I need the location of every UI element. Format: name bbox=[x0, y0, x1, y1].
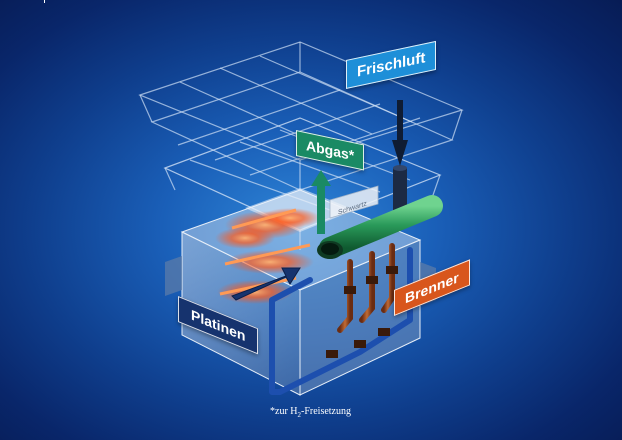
wireframe-frame bbox=[138, 41, 464, 250]
corner-mark bbox=[44, 0, 45, 3]
footnote-prefix: *zur H bbox=[270, 406, 298, 417]
blue-pipe bbox=[269, 247, 413, 395]
burner-valves bbox=[326, 266, 398, 358]
platinen-arrow bbox=[231, 267, 301, 301]
brand-plate-shape bbox=[329, 185, 379, 219]
footnote-subscript: 2 bbox=[297, 411, 302, 419]
footnote: *zur H2-Freisetzung bbox=[270, 406, 351, 419]
footnote-suffix: -Freisetzung bbox=[301, 406, 351, 417]
green-manifold bbox=[317, 195, 443, 259]
abgas-arrow bbox=[311, 170, 331, 234]
